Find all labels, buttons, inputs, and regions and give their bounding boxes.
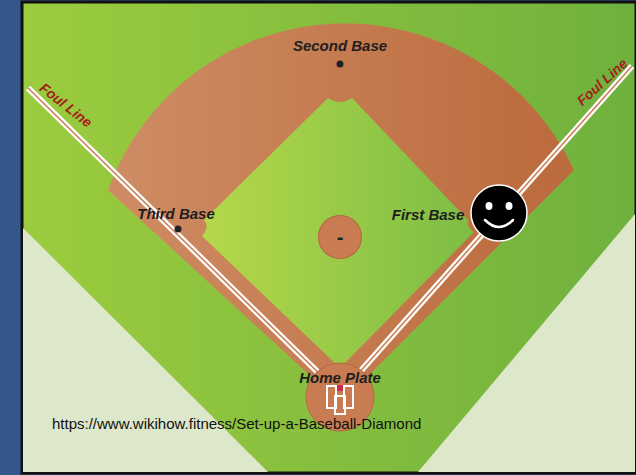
source-url: https://www.wikihow.fitness/Set-up-a-Bas… bbox=[52, 415, 421, 432]
pitchers-mound: - bbox=[318, 215, 362, 259]
mound-mark: - bbox=[337, 226, 344, 249]
position-label: Third Base bbox=[137, 205, 215, 222]
position-label: Second Base bbox=[293, 37, 387, 54]
smiley-face bbox=[471, 185, 527, 241]
position-label: First Base bbox=[392, 206, 465, 223]
position-label: Home Plate bbox=[299, 369, 381, 386]
